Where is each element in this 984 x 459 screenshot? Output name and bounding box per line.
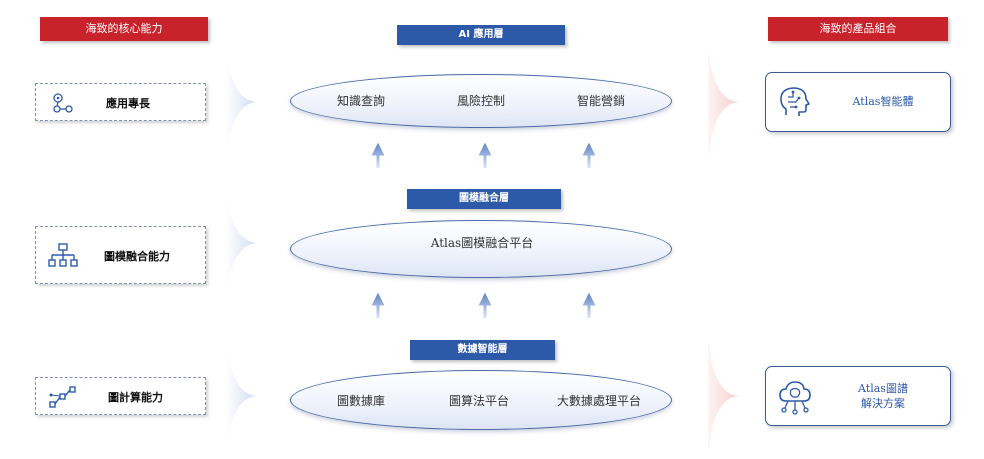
network-nodes-icon	[53, 93, 73, 113]
layer-data-ellipse: 圖數據庫 圖算法平台 大數據處理平台	[290, 370, 672, 430]
graph-flow-icon	[49, 386, 76, 408]
layer-item: 大數據處理平台	[557, 394, 642, 408]
layer-item: 風險控制	[457, 94, 506, 108]
layer-item: 圖算法平台	[449, 394, 510, 408]
layer-title-data: 數據智能層	[410, 340, 555, 360]
layer-title-fusion: 圖模融合層	[407, 189, 561, 209]
cloud-network-icon	[779, 381, 811, 415]
layer-fusion-ellipse: Atlas圖模融合平台	[290, 220, 672, 278]
right-fan-1	[708, 48, 740, 158]
capability-label: 圖計算能力	[108, 391, 163, 404]
capability-fusion: 圖模融合能力	[35, 226, 206, 284]
product-label: Atlas圖譜	[858, 382, 908, 395]
layer-item: 知識查詢	[337, 94, 386, 108]
product-label: Atlas智能體	[852, 95, 914, 108]
ai-head-icon	[780, 87, 810, 116]
product-graph-solution: Atlas圖譜 解決方案	[765, 366, 951, 426]
product-agent: Atlas智能體	[765, 72, 951, 132]
up-arrows-lower	[371, 292, 596, 318]
left-fan-2	[226, 190, 258, 298]
layer-item: 圖數據庫	[337, 394, 386, 408]
hierarchy-icon	[48, 243, 78, 267]
layer-item: 智能營銷	[577, 94, 626, 108]
left-header: 海致的核心能力	[40, 17, 208, 41]
capability-graph-compute: 圖計算能力	[35, 377, 206, 415]
left-fan-1	[226, 48, 258, 158]
layer-title-app: AI 應用層	[397, 25, 565, 45]
right-fan-2	[708, 340, 740, 452]
right-header: 海致的產品組合	[768, 17, 948, 41]
layer-app-ellipse: 知識查詢 風險控制 智能營銷	[290, 74, 672, 128]
capability-label: 應用專長	[106, 97, 150, 110]
capability-label: 圖模融合能力	[104, 250, 170, 263]
product-label-line2: 解決方案	[861, 397, 905, 410]
layer-item: Atlas圖模融合平台	[430, 236, 534, 250]
capability-application: 應用專長	[35, 83, 206, 121]
left-fan-3	[226, 340, 258, 452]
up-arrows-upper	[371, 142, 596, 168]
